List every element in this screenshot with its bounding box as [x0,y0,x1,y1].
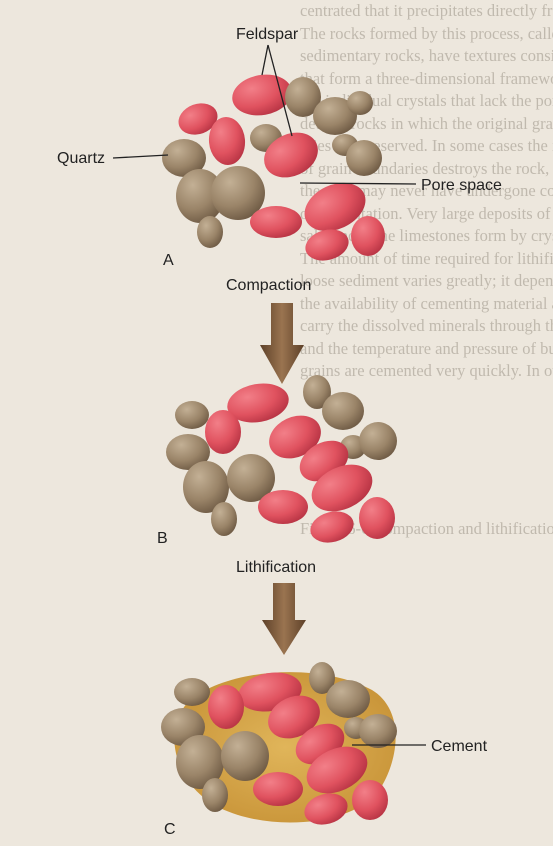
down-arrow-icon [262,583,306,655]
feldspar-grain [253,772,303,806]
feldspar-grain [250,206,302,238]
quartz-grain [322,392,364,430]
panel-a-letter: A [163,252,174,269]
panel-b-grains [166,375,397,547]
feldspar-grain [352,780,388,820]
quartz-label: Quartz [57,150,105,167]
panel-c-letter: C [164,821,176,838]
feldspar-grain [351,216,385,256]
quartz-grain [359,422,397,460]
quartz-grain [174,678,210,706]
pore-space-label: Pore space [421,177,502,194]
pore-space-leader-line [300,183,416,184]
quartz-grain [221,731,269,781]
feldspar-grain [208,685,244,729]
quartz-grain [197,216,223,248]
feldspar-grain [205,410,241,454]
quartz-grain [346,140,382,176]
quartz-grain [202,778,228,812]
quartz-grain [175,401,209,429]
quartz-grain [211,502,237,536]
quartz-grain [359,714,397,748]
compaction-label: Compaction [226,277,311,294]
feldspar-grain [258,490,308,524]
feldspar-label: Feldspar [236,26,299,43]
feldspar-grain [359,497,395,539]
lithification-label: Lithification [236,559,316,576]
down-arrow-icon [260,303,304,384]
compaction-stage: Compaction [226,277,311,384]
panel-b-letter: B [157,530,168,547]
feldspar-leader-line [262,45,268,75]
quartz-grain [326,680,370,718]
cement-label: Cement [431,738,488,755]
quartz-leader-line [113,155,168,158]
feldspar-grain [302,225,352,265]
feldspar-grain [307,507,357,547]
panel-a-grains [162,70,385,265]
lithification-stage: Lithification [236,559,316,655]
quartz-grain [347,91,373,115]
